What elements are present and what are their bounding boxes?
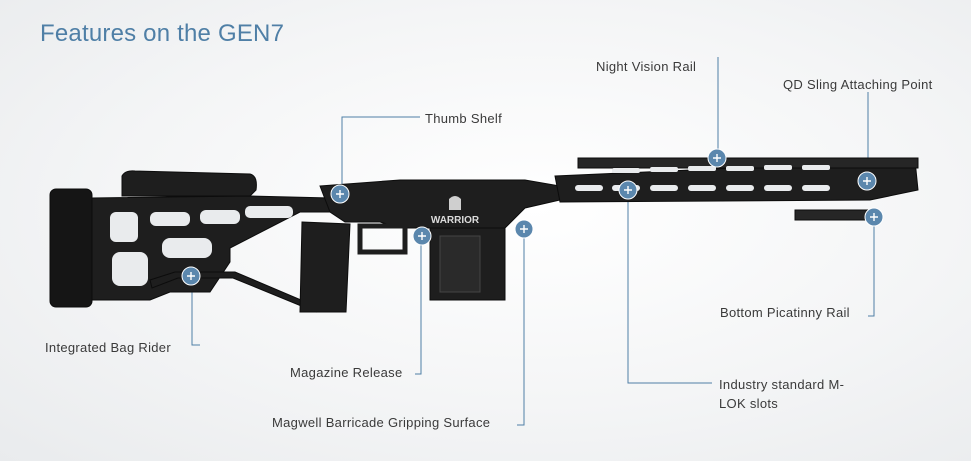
warrior-helmet-logo bbox=[449, 196, 461, 210]
label-mlok-slots: Industry standard M-LOK slots bbox=[719, 377, 845, 411]
label-integrated-bag-rider: Integrated Bag Rider bbox=[45, 340, 171, 355]
hotspot-qd-sling[interactable] bbox=[857, 171, 877, 191]
trigger-guard bbox=[357, 223, 408, 255]
bottom-picatinny-rail bbox=[794, 209, 871, 221]
cheek-rest bbox=[121, 170, 257, 197]
plus-icon bbox=[863, 177, 871, 185]
plus-icon bbox=[870, 213, 878, 221]
label-qd-sling: QD Sling Attaching Point bbox=[783, 77, 933, 92]
page-title: Features on the GEN7 bbox=[40, 20, 285, 47]
plus-icon bbox=[520, 225, 528, 233]
hotspot-magwell-barricade[interactable] bbox=[514, 219, 534, 239]
butt-pad bbox=[49, 188, 93, 308]
plus-icon bbox=[187, 272, 195, 280]
gen7-chassis: WARRIOR bbox=[49, 157, 919, 313]
hotspot-thumb-shelf[interactable] bbox=[330, 184, 350, 204]
hotspot-night-vision-rail[interactable] bbox=[707, 148, 727, 168]
hotspot-bag-rider[interactable] bbox=[181, 266, 201, 286]
label-bottom-picatinny: Bottom Picatinny Rail bbox=[720, 305, 850, 320]
label-magazine-release: Magazine Release bbox=[290, 365, 403, 380]
leader-lines bbox=[191, 57, 875, 426]
magazine bbox=[439, 235, 481, 293]
plus-icon bbox=[418, 232, 426, 240]
receiver-section bbox=[319, 179, 561, 229]
brand-logo-text: WARRIOR bbox=[431, 215, 480, 226]
plus-icon bbox=[624, 186, 632, 194]
label-night-vision-rail: Night Vision Rail bbox=[596, 59, 697, 74]
hotspot-bottom-picatinny[interactable] bbox=[864, 207, 884, 227]
label-magwell-barricade: Magwell Barricade Gripping Surface bbox=[272, 415, 491, 430]
pistol-grip bbox=[299, 221, 351, 313]
plus-icon bbox=[336, 190, 344, 198]
plus-icon bbox=[713, 154, 721, 162]
mlok-slots bbox=[575, 165, 830, 191]
hotspot-mlok-slots[interactable] bbox=[618, 180, 638, 200]
hotspot-magazine-release[interactable] bbox=[412, 226, 432, 246]
hotspots bbox=[181, 148, 884, 286]
label-thumb-shelf: Thumb Shelf bbox=[425, 111, 503, 126]
